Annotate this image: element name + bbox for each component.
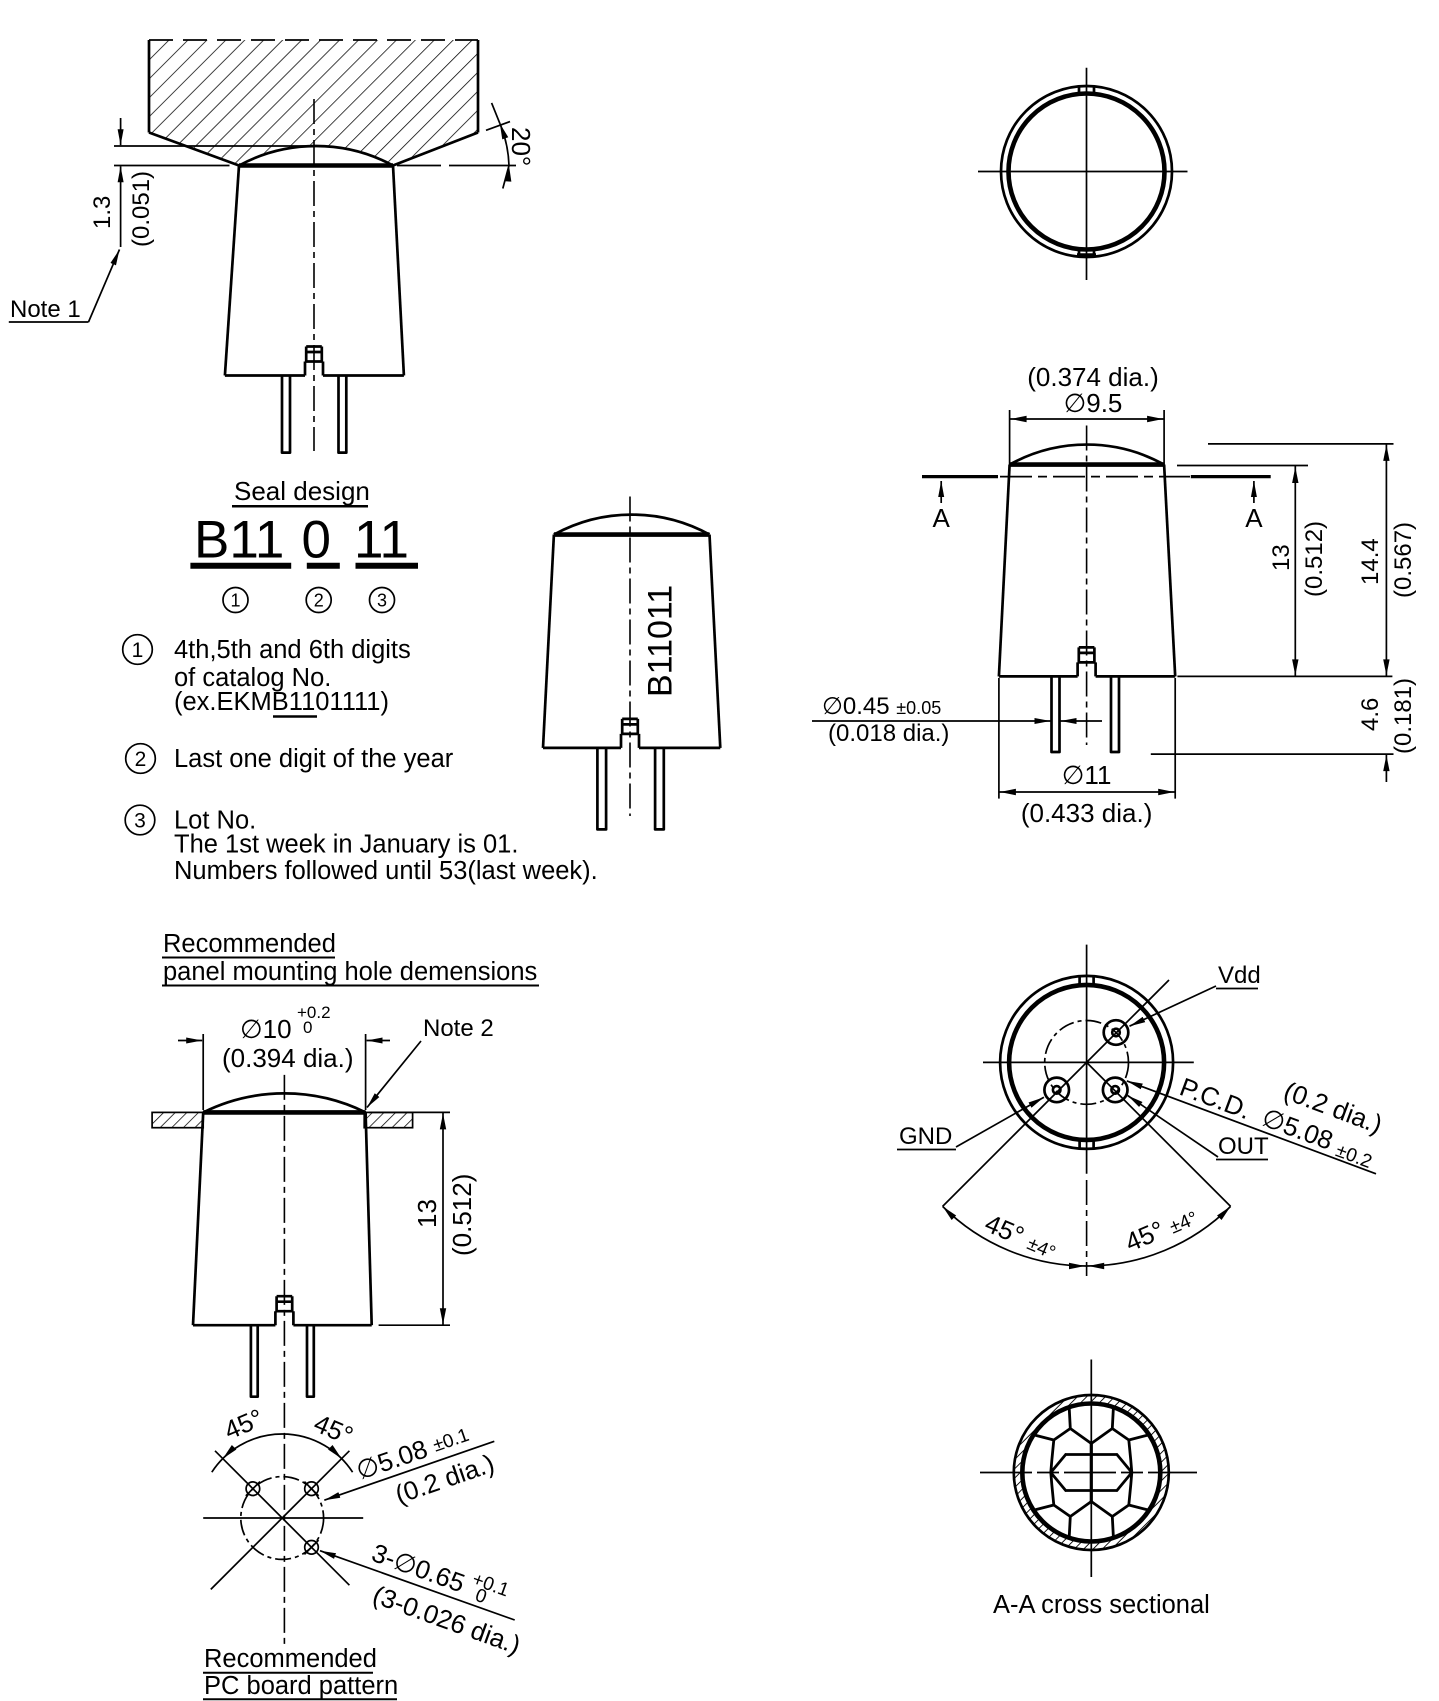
svg-text:Recommended: Recommended [204,1645,377,1673]
svg-text:Seal design: Seal design [234,476,370,506]
svg-text:4th,5th and 6th digits: 4th,5th and 6th digits [174,636,411,664]
svg-text:(0.433 dia.): (0.433 dia.) [1021,798,1153,828]
svg-text:2: 2 [314,591,324,611]
svg-text:1: 1 [132,639,144,662]
svg-text:∅0.45 ±0.05: ∅0.45 ±0.05 [822,693,941,720]
svg-text:of catalog No.: of catalog No. [174,664,331,692]
svg-text:Last one digit of the year: Last one digit of the year [174,745,454,773]
svg-text:(0.018 dia.): (0.018 dia.) [828,720,949,747]
svg-text:(0.394 dia.): (0.394 dia.) [222,1043,354,1073]
svg-text:1.3: 1.3 [89,196,116,229]
svg-text:3: 3 [377,591,387,611]
svg-text:20°: 20° [506,127,536,166]
svg-text:13: 13 [1268,544,1295,571]
svg-text:3: 3 [134,810,146,833]
svg-text:(0.567): (0.567) [1390,522,1417,598]
svg-text:14.4: 14.4 [1357,538,1384,585]
svg-text:(0.512): (0.512) [447,1174,477,1256]
svg-text:panel mounting hole demensions: panel mounting hole demensions [163,958,537,986]
svg-text:11: 11 [354,511,409,570]
svg-text:∅9.5: ∅9.5 [1064,388,1123,418]
svg-text:GND: GND [899,1123,952,1150]
svg-text:0: 0 [303,1018,312,1037]
svg-text:Recommended: Recommended [163,930,336,958]
svg-text:+0.2: +0.2 [297,1003,331,1022]
svg-text:PC board pattern: PC board pattern [204,1672,398,1700]
svg-text:Numbers followed until 53(last: Numbers followed until 53(last week). [174,857,598,885]
svg-text:(0.181): (0.181) [1390,678,1417,754]
svg-text:Note 2: Note 2 [423,1015,494,1042]
svg-text:Vdd: Vdd [1218,962,1261,989]
svg-text:Lot No.: Lot No. [174,807,256,835]
svg-text:4.6: 4.6 [1357,698,1384,731]
svg-text:B11011: B11011 [642,585,680,697]
svg-text:A: A [1245,503,1263,533]
svg-text:∅10: ∅10 [240,1014,292,1044]
svg-text:∅11: ∅11 [1062,760,1112,790]
svg-text:(ex.EKMB1101111): (ex.EKMB1101111) [174,688,389,716]
svg-text:B11: B11 [194,511,284,570]
svg-text:1: 1 [230,591,240,611]
svg-text:13: 13 [412,1199,442,1228]
svg-text:0: 0 [302,511,331,570]
svg-text:2: 2 [135,748,147,771]
svg-text:A: A [933,503,951,533]
svg-text:(0.374 dia.): (0.374 dia.) [1027,362,1159,392]
svg-text:A-A cross sectional: A-A cross sectional [993,1591,1210,1619]
svg-text:(0.051): (0.051) [128,171,155,247]
svg-text:(0.512): (0.512) [1301,521,1328,597]
svg-text:The 1st week in January is 01.: The 1st week in January is 01. [174,830,518,858]
svg-text:Note 1: Note 1 [10,296,81,323]
svg-text:OUT: OUT [1218,1133,1269,1160]
